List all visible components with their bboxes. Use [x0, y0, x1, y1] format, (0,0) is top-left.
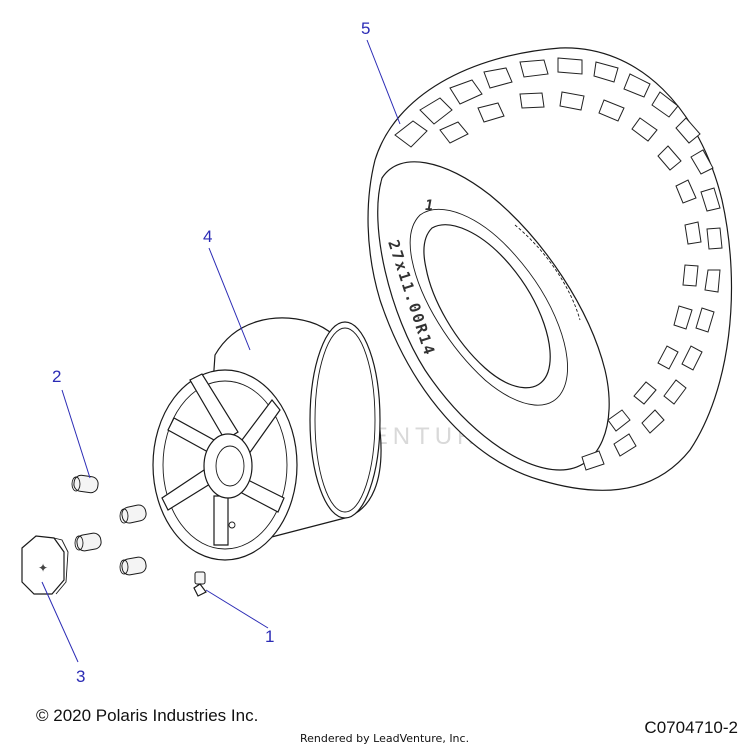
- callout-2[interactable]: 2: [52, 367, 61, 386]
- tire-bead-inner: [423, 224, 551, 389]
- callout-leaders: [41, 39, 401, 663]
- leader-line-5: [366, 39, 401, 125]
- lug-nut: [71, 474, 99, 494]
- lug-nut: [119, 504, 147, 524]
- valve-stem-body: [193, 583, 207, 597]
- figure-id: C0704710-2: [644, 718, 738, 737]
- tire-bead-outer: [409, 208, 568, 406]
- leader-line-3: [41, 581, 79, 663]
- leader-line-1: [205, 589, 269, 629]
- lug-nuts-part-2[interactable]: [71, 474, 147, 576]
- callout-4[interactable]: 4: [203, 227, 212, 246]
- rendered-by-text: Rendered by LeadVenture, Inc.: [300, 732, 470, 745]
- valve-stem-cap: [194, 571, 206, 585]
- wheel-valve-hole: [228, 521, 236, 529]
- lug-nut: [74, 532, 102, 552]
- lug-nut: [119, 556, 147, 576]
- center-cap-logo-icon: ✦: [38, 561, 48, 575]
- valve-stem-part-1[interactable]: [193, 571, 207, 597]
- copyright-text: © 2020 Polaris Industries Inc.: [36, 706, 259, 725]
- center-cap-part-3[interactable]: ✦: [21, 535, 69, 595]
- wheel-center-bore: [215, 445, 245, 487]
- wheel-front-rim-lip: [162, 380, 288, 550]
- tire-tread-blocks: [394, 57, 723, 471]
- callout-5[interactable]: 5: [361, 19, 370, 38]
- tire-sidewall-ring-lettering: [514, 224, 581, 321]
- leader-line-2: [61, 389, 91, 479]
- wheel-spokes: [161, 373, 285, 546]
- wheel-back-rim-inner: [314, 327, 376, 513]
- leader-line-4: [208, 247, 251, 351]
- wheel-part-4[interactable]: [152, 317, 382, 561]
- tire-sidewall-number: 1: [425, 198, 433, 214]
- center-cap-side: [53, 537, 69, 595]
- tire-part-5[interactable]: 27x11.00R14 1: [367, 47, 733, 491]
- wheel-hub: [203, 433, 253, 499]
- callout-labels: 5 4 2 3 1: [52, 19, 370, 686]
- callout-1[interactable]: 1: [265, 627, 274, 646]
- center-cap-body: [21, 535, 65, 595]
- wheel-back-rim: [309, 321, 381, 519]
- callout-3[interactable]: 3: [76, 667, 85, 686]
